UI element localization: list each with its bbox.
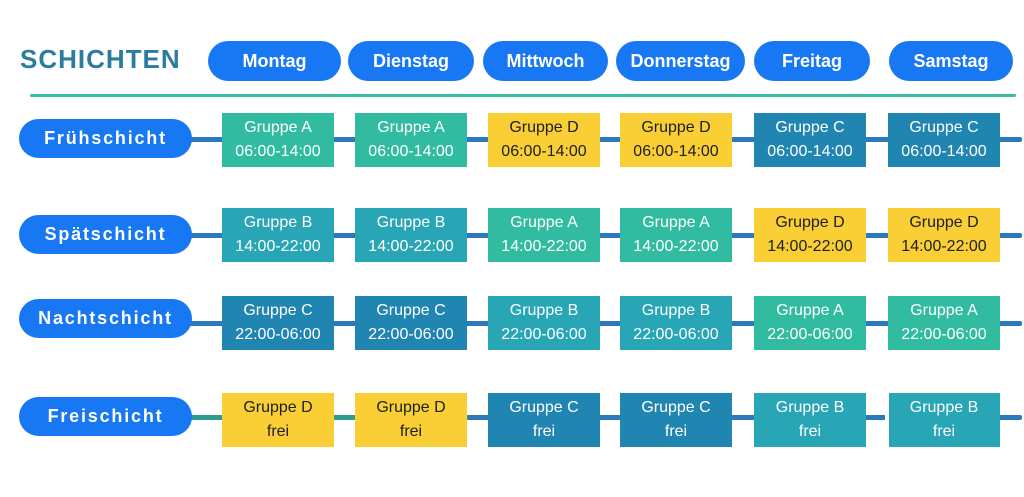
cell-group-label: Gruppe A xyxy=(776,302,844,319)
cell-donnerstag-nachtschicht: Gruppe B 22:00-06:00 xyxy=(620,296,732,350)
cell-group-label: Gruppe A xyxy=(244,119,312,136)
cell-time-label: 22:00-06:00 xyxy=(501,326,587,343)
cell-time-label: 06:00-14:00 xyxy=(501,143,587,160)
cell-group-label: Gruppe C xyxy=(909,119,979,136)
cell-group-label: Gruppe A xyxy=(642,214,710,231)
cell-group-label: Gruppe C xyxy=(509,399,579,416)
cell-freitag-freischicht: Gruppe B frei xyxy=(754,393,866,447)
cell-group-label: Gruppe D xyxy=(376,399,446,416)
day-pill-dienstag: Dienstag xyxy=(348,41,474,81)
day-pill-freitag: Freitag xyxy=(754,41,870,81)
cell-time-label: 22:00-06:00 xyxy=(633,326,719,343)
cell-group-label: Gruppe D xyxy=(775,214,845,231)
day-pill-samstag: Samstag xyxy=(889,41,1013,81)
cell-time-label: 06:00-14:00 xyxy=(633,143,719,160)
cell-group-label: Gruppe A xyxy=(510,214,578,231)
cell-mittwoch-nachtschicht: Gruppe B 22:00-06:00 xyxy=(488,296,600,350)
cell-dienstag-spaetschicht: Gruppe B 14:00-22:00 xyxy=(355,208,467,262)
cell-group-label: Gruppe C xyxy=(243,302,313,319)
cell-samstag-nachtschicht: Gruppe A 22:00-06:00 xyxy=(888,296,1000,350)
shift-pill-freischicht: Freischicht xyxy=(19,397,192,436)
cell-group-label: Gruppe B xyxy=(641,302,711,319)
cell-time-label: frei xyxy=(932,423,956,440)
cell-freitag-nachtschicht: Gruppe A 22:00-06:00 xyxy=(754,296,866,350)
cell-donnerstag-freischicht: Gruppe C frei xyxy=(620,393,732,447)
cell-samstag-freischicht: Gruppe B frei xyxy=(888,393,1000,447)
cell-freitag-fruehschicht: Gruppe C 06:00-14:00 xyxy=(754,113,866,167)
cell-time-label: frei xyxy=(798,423,822,440)
cell-donnerstag-spaetschicht: Gruppe A 14:00-22:00 xyxy=(620,208,732,262)
cell-donnerstag-fruehschicht: Gruppe D 06:00-14:00 xyxy=(620,113,732,167)
cell-dienstag-nachtschicht: Gruppe C 22:00-06:00 xyxy=(355,296,467,350)
header-divider-line xyxy=(30,94,1016,97)
day-pill-mittwoch: Mittwoch xyxy=(483,41,608,81)
cell-group-label: Gruppe B xyxy=(509,302,579,319)
cell-time-label: 22:00-06:00 xyxy=(368,326,454,343)
cell-time-label: 06:00-14:00 xyxy=(235,143,321,160)
white-gap-artifact xyxy=(885,393,889,447)
cell-group-label: Gruppe B xyxy=(376,214,446,231)
cell-time-label: 22:00-06:00 xyxy=(235,326,321,343)
cell-time-label: 22:00-06:00 xyxy=(767,326,853,343)
day-pill-montag: Montag xyxy=(208,41,341,81)
cell-freitag-spaetschicht: Gruppe D 14:00-22:00 xyxy=(754,208,866,262)
cell-group-label: Gruppe B xyxy=(775,399,845,416)
cell-dienstag-freischicht: Gruppe D frei xyxy=(355,393,467,447)
day-pill-donnerstag: Donnerstag xyxy=(616,41,745,81)
page-title: SCHICHTEN xyxy=(20,44,181,74)
cell-montag-spaetschicht: Gruppe B 14:00-22:00 xyxy=(222,208,334,262)
cell-group-label: Gruppe C xyxy=(775,119,845,136)
cell-montag-fruehschicht: Gruppe A 06:00-14:00 xyxy=(222,113,334,167)
cell-group-label: Gruppe B xyxy=(243,214,313,231)
cell-time-label: frei xyxy=(664,423,688,440)
cell-group-label: Gruppe D xyxy=(641,119,711,136)
cell-mittwoch-fruehschicht: Gruppe D 06:00-14:00 xyxy=(488,113,600,167)
cell-group-label: Gruppe A xyxy=(377,119,445,136)
cell-group-label: Gruppe B xyxy=(909,399,979,416)
cell-time-label: 14:00-22:00 xyxy=(368,238,454,255)
cell-mittwoch-freischicht: Gruppe C frei xyxy=(488,393,600,447)
cell-samstag-fruehschicht: Gruppe C 06:00-14:00 xyxy=(888,113,1000,167)
cell-time-label: 06:00-14:00 xyxy=(368,143,454,160)
cell-time-label: 06:00-14:00 xyxy=(767,143,853,160)
cell-time-label: frei xyxy=(399,423,423,440)
cell-samstag-spaetschicht: Gruppe D 14:00-22:00 xyxy=(888,208,1000,262)
shift-pill-spaetschicht: Spätschicht xyxy=(19,215,192,254)
cell-time-label: 22:00-06:00 xyxy=(901,326,987,343)
cell-time-label: 14:00-22:00 xyxy=(767,238,853,255)
cell-dienstag-fruehschicht: Gruppe A 06:00-14:00 xyxy=(355,113,467,167)
cell-mittwoch-spaetschicht: Gruppe A 14:00-22:00 xyxy=(488,208,600,262)
cell-group-label: Gruppe A xyxy=(910,302,978,319)
cell-group-label: Gruppe D xyxy=(243,399,313,416)
cell-time-label: 06:00-14:00 xyxy=(901,143,987,160)
cell-group-label: Gruppe D xyxy=(909,214,979,231)
cell-group-label: Gruppe D xyxy=(509,119,579,136)
cell-time-label: 14:00-22:00 xyxy=(633,238,719,255)
shift-pill-nachtschicht: Nachtschicht xyxy=(19,299,192,338)
cell-time-label: 14:00-22:00 xyxy=(501,238,587,255)
cell-group-label: Gruppe C xyxy=(641,399,711,416)
cell-time-label: 14:00-22:00 xyxy=(901,238,987,255)
cell-time-label: frei xyxy=(532,423,556,440)
cell-montag-freischicht: Gruppe D frei xyxy=(222,393,334,447)
cell-time-label: frei xyxy=(266,423,290,440)
cell-montag-nachtschicht: Gruppe C 22:00-06:00 xyxy=(222,296,334,350)
cell-time-label: 14:00-22:00 xyxy=(235,238,321,255)
cell-group-label: Gruppe C xyxy=(376,302,446,319)
shift-pill-fruehschicht: Frühschicht xyxy=(19,119,192,158)
